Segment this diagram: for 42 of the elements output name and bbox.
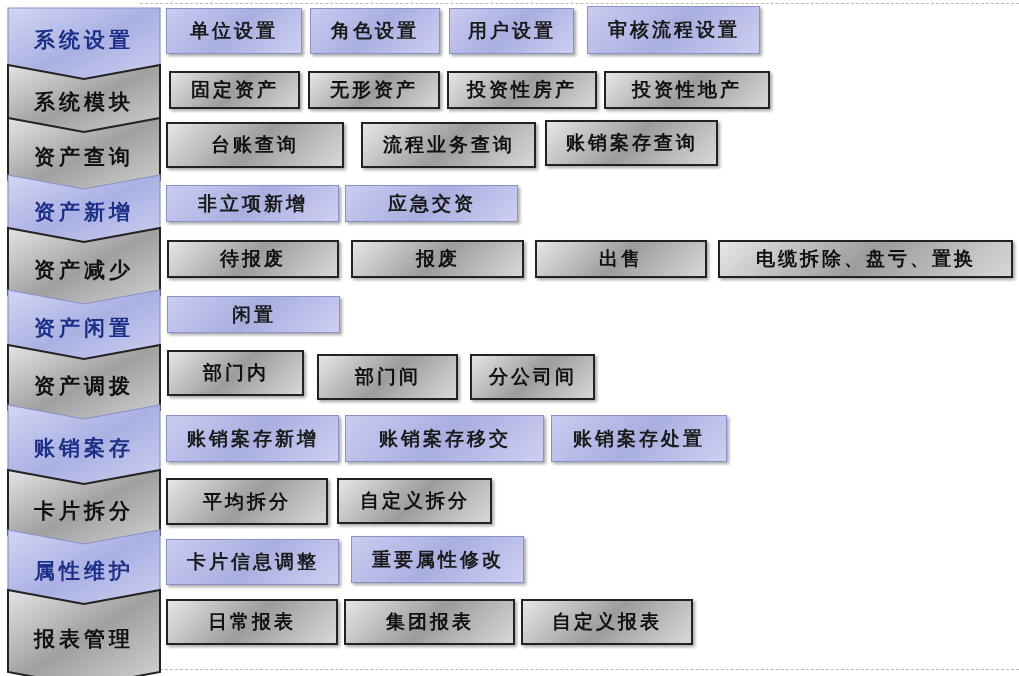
function-box: 日常报表 — [166, 599, 338, 645]
function-box: 账销案存新增 — [166, 415, 339, 462]
section-heading: 资产查询 — [33, 143, 135, 171]
function-box: 电缆拆除、盘亏、置换 — [718, 240, 1013, 278]
section-heading: 系统设置 — [33, 26, 135, 54]
function-box: 卡片信息调整 — [166, 539, 339, 585]
section-heading: 资产闲置 — [33, 314, 135, 342]
function-box: 账销案存处置 — [551, 415, 727, 462]
function-box: 审核流程设置 — [587, 6, 760, 54]
function-box: 单位设置 — [166, 8, 302, 54]
function-box: 流程业务查询 — [361, 122, 536, 168]
function-box: 台账查询 — [166, 122, 344, 168]
function-box: 账销案存查询 — [545, 120, 718, 166]
function-box: 闲置 — [167, 296, 340, 333]
section-heading: 资产新增 — [33, 198, 135, 226]
function-box: 报废 — [351, 240, 524, 278]
function-box: 部门间 — [317, 354, 458, 400]
function-box: 账销案存移交 — [345, 415, 544, 462]
function-box: 非立项新增 — [166, 185, 339, 222]
function-box: 角色设置 — [310, 8, 440, 54]
function-box: 用户设置 — [449, 8, 574, 54]
section-heading: 账销案存 — [33, 434, 135, 462]
function-box: 应急交资 — [345, 185, 518, 222]
function-box: 出售 — [535, 240, 707, 278]
function-box: 部门内 — [167, 350, 304, 396]
section-heading: 卡片拆分 — [33, 496, 135, 525]
function-box: 平均拆分 — [166, 478, 328, 525]
function-box: 自定义拆分 — [337, 478, 492, 524]
function-box: 无形资产 — [308, 71, 440, 109]
section-heading: 属性维护 — [33, 556, 135, 585]
section-heading: 系统模块 — [33, 88, 135, 116]
section-heading: 资产减少 — [33, 255, 135, 284]
function-box: 待报废 — [167, 240, 339, 278]
function-box: 固定资产 — [169, 71, 300, 109]
section-heading: 资产调拨 — [33, 371, 135, 400]
section-heading: 报表管理 — [32, 625, 135, 653]
function-box: 投资性房产 — [447, 71, 597, 109]
function-box: 重要属性修改 — [351, 536, 524, 583]
function-box: 分公司间 — [470, 354, 595, 400]
function-box: 自定义报表 — [521, 599, 693, 645]
function-box: 投资性地产 — [604, 71, 770, 109]
function-box: 集团报表 — [344, 599, 515, 645]
